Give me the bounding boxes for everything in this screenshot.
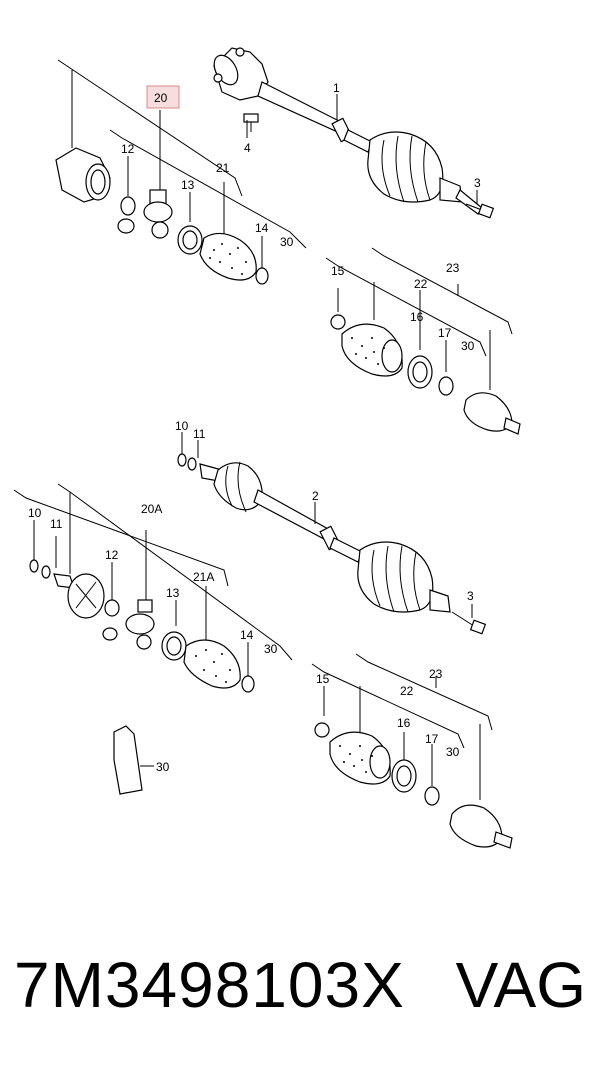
- label-22-upper: 22: [414, 277, 428, 291]
- bolt-3-lower: [451, 604, 487, 635]
- joint-housing-lower: [53, 573, 105, 619]
- label-11-mid: 11: [193, 427, 206, 441]
- exploded-parts-diagram: 1 20 4 12 21 13 3 14 30 23 15 22 16 17 3…: [13, 47, 521, 849]
- label-3-upper: 3: [474, 176, 481, 190]
- label-30-b: 30: [461, 339, 475, 353]
- outer-joint-23-lower: [449, 804, 513, 849]
- label-16-lower: 16: [397, 716, 411, 730]
- tripod-joint-lower: [102, 599, 155, 650]
- label-30-a: 30: [280, 235, 294, 249]
- clamp-16-lower: [391, 759, 417, 793]
- label-11-lower: 11: [50, 517, 63, 531]
- boot-21-upper: [199, 232, 257, 281]
- clamp-16-upper: [407, 355, 433, 389]
- label-13-upper: 13: [181, 178, 195, 192]
- label-15-upper: 15: [331, 264, 345, 278]
- label-17-upper: 17: [438, 326, 452, 340]
- label-16-upper: 16: [410, 310, 424, 324]
- label-30-c: 30: [264, 642, 278, 656]
- tripod-joint-upper: [117, 189, 173, 239]
- label-17-lower: 17: [425, 732, 439, 746]
- leader-lines-upper-right: [325, 247, 513, 390]
- footer: 7M3498103X VAG: [0, 935, 600, 1045]
- label-21: 21: [216, 161, 230, 175]
- label-13-lower: 13: [166, 586, 180, 600]
- joint-housing-upper: [55, 147, 111, 203]
- label-2: 2: [312, 489, 319, 503]
- label-20-highlight: [146, 85, 180, 109]
- bolt-3-upper: [465, 203, 495, 219]
- circlip-12-lower: [104, 599, 120, 617]
- circlip-17-upper: [438, 376, 454, 396]
- label-12-lower: 12: [105, 548, 119, 562]
- label-20: 20: [154, 91, 168, 105]
- driveshaft-1: [213, 47, 483, 215]
- label-23-lower: 23: [429, 667, 443, 681]
- label-10-lower: 10: [28, 506, 42, 520]
- leader-lines-lower: [13, 483, 316, 676]
- label-15-lower: 15: [316, 672, 330, 686]
- label-10-mid: 10: [175, 419, 189, 433]
- label-3-lower: 3: [467, 589, 474, 603]
- clamp-15-upper: [330, 314, 346, 330]
- label-14-lower: 14: [240, 628, 254, 642]
- circlips-10-11-mid: [177, 432, 199, 471]
- leader-lines-lower-right: [311, 653, 493, 800]
- clamp-15-lower: [314, 722, 330, 738]
- clamp-14-upper: [255, 267, 269, 285]
- label-21A: 21A: [193, 570, 214, 584]
- boot-22-lower: [329, 731, 391, 785]
- brand-name: VAG: [455, 949, 586, 1021]
- boot-21A-lower: [183, 639, 241, 689]
- clamp-13-upper: [177, 225, 203, 255]
- part-number: 7M3498103X: [14, 949, 405, 1021]
- label-1: 1: [333, 81, 340, 95]
- grease-tube-30: [113, 725, 154, 795]
- label-4: 4: [244, 141, 251, 155]
- bolt-4: [243, 113, 259, 132]
- label-30-d: 30: [446, 745, 460, 759]
- part-labels: 1 20 4 12 21 13 3 14 30 23 15 22 16 17 3…: [28, 81, 481, 774]
- outer-joint-23-upper: [463, 392, 521, 435]
- label-23-upper: 23: [446, 261, 460, 275]
- label-20A: 20A: [141, 502, 162, 516]
- leader-lines-upper: [57, 59, 478, 268]
- driveshaft-2: [199, 461, 451, 613]
- circlip-12-upper: [120, 196, 136, 216]
- label-14-upper: 14: [255, 221, 269, 235]
- circlips-10-11-lower: [29, 559, 51, 579]
- label-30-e: 30: [156, 760, 170, 774]
- clamp-14-lower: [241, 675, 255, 693]
- label-22-lower: 22: [400, 684, 414, 698]
- clamp-13-lower: [161, 631, 187, 661]
- label-12-upper: 12: [121, 142, 135, 156]
- circlip-17-lower: [424, 786, 440, 806]
- boot-22-upper: [341, 323, 403, 377]
